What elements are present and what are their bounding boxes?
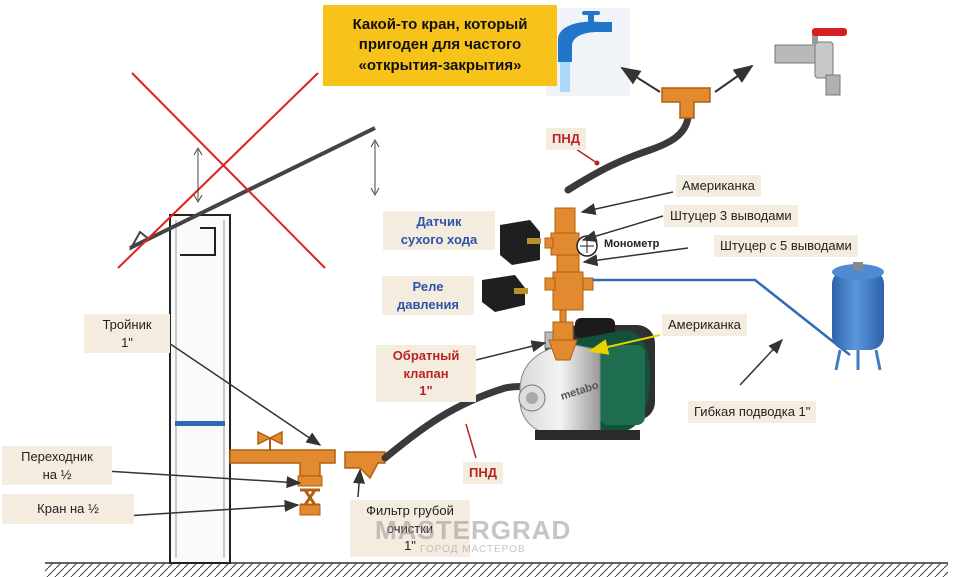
label-tee: Тройник 1" — [84, 314, 170, 354]
surface-pump: metabo — [518, 318, 655, 440]
label-pressure-relay-line1: Реле — [412, 279, 444, 294]
fitting-stack — [544, 207, 598, 361]
label-filter-line2: очистки — [386, 520, 434, 536]
label-pressure-relay-line2: давления — [396, 296, 460, 312]
label-pnd-top: ПНД — [546, 128, 586, 150]
flexible-hose-to-tank — [593, 278, 851, 356]
watermark-sub: ГОРОД МАСТЕРОВ — [420, 544, 526, 555]
label-tap: Кран на ½ — [2, 494, 134, 524]
label-hose: Гибкая подводка 1" — [688, 401, 817, 423]
tee-and-tap-assembly — [229, 430, 336, 516]
ground — [45, 562, 948, 577]
pnd-hose-top — [564, 114, 692, 194]
label-check-valve: Обратный клапан 1" — [376, 345, 476, 402]
label-tee-line2: 1" — [121, 334, 133, 350]
label-filter: Фильтр грубой очистки 1" — [350, 500, 470, 557]
label-pressure-relay: Реле давления — [382, 276, 474, 316]
top-tee — [661, 87, 711, 119]
well-casing — [169, 214, 231, 564]
label-shtutser-5: Штуцер с 5 выводами — [714, 235, 858, 257]
callout-arrows — [104, 64, 784, 517]
label-tee-line1: Тройник — [102, 317, 152, 332]
label-adapter-line2: на ½ — [42, 466, 72, 482]
label-filter-line3: 1" — [404, 538, 416, 554]
label-manometer: Монометр — [604, 238, 660, 250]
dry-run-sensor-device — [500, 220, 541, 265]
brass-tap-picture — [774, 28, 847, 96]
label-filter-line1: Фильтр грубой — [366, 503, 454, 518]
expansion-tank — [832, 262, 884, 371]
label-dry-run-sensor-line1: Датчик — [416, 214, 462, 229]
red-pointer-lines — [465, 146, 600, 459]
callout-tap-note: Какой-то кран, который пригоден для част… — [323, 5, 557, 86]
watermark-main: MASTERGRAD — [375, 515, 572, 545]
label-adapter-line1: Переходник — [21, 449, 93, 464]
coarse-filter — [344, 451, 386, 480]
pressure-relay-device — [482, 275, 528, 312]
yellow-arrow — [588, 334, 661, 355]
label-check-valve-line3: 1" — [419, 383, 433, 399]
label-check-valve-line2: клапан — [403, 365, 449, 381]
blue-faucet-picture — [546, 8, 630, 96]
label-amerikanka-mid: Американка — [662, 314, 747, 336]
label-dry-run-sensor: Датчик сухого хода — [383, 211, 495, 251]
label-amerikanka-top: Американка — [676, 175, 761, 197]
label-dry-run-sensor-line2: сухого хода — [400, 231, 478, 247]
water-level — [175, 421, 225, 426]
label-shtutser-3: Штуцер 3 выводами — [664, 205, 798, 227]
crossed-out-old-line — [117, 72, 380, 269]
label-check-valve-line1: Обратный — [392, 348, 460, 363]
label-pnd-bottom: ПНД — [463, 462, 503, 484]
label-adapter: Переходник на ½ — [2, 446, 112, 486]
